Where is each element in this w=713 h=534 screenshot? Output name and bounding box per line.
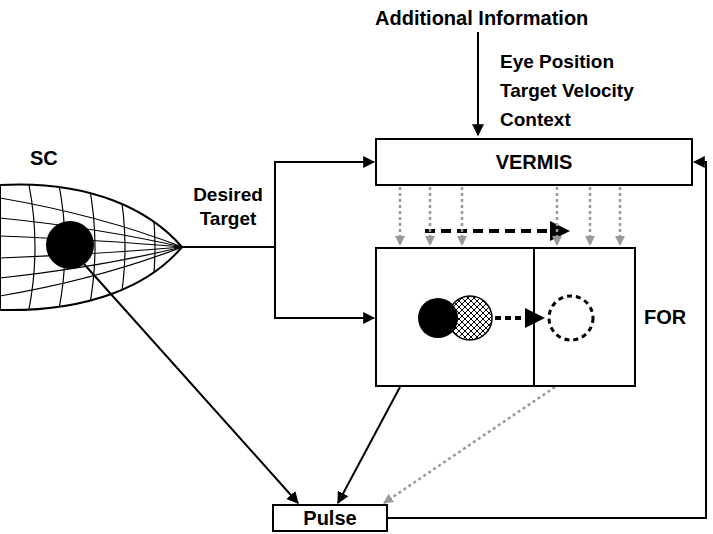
node-label: VERMIS bbox=[496, 150, 573, 174]
colliculus-outline bbox=[0, 180, 184, 314]
for-region: FOR bbox=[375, 247, 636, 387]
signal-arrow bbox=[182, 247, 374, 318]
signal-arrow bbox=[338, 387, 400, 503]
input-label: Target Velocity bbox=[500, 79, 634, 103]
sc-structure: SC bbox=[0, 180, 184, 314]
shift-arrow bbox=[425, 229, 566, 233]
pulse-box: Pulse bbox=[272, 504, 388, 532]
input-label: Context bbox=[500, 108, 571, 132]
input-label: Eye Position bbox=[500, 50, 614, 74]
node-label: Pulse bbox=[303, 506, 356, 530]
vermis-box: VERMIS bbox=[375, 138, 693, 186]
edge-label: Desired Target bbox=[186, 183, 270, 231]
input-arrow bbox=[477, 32, 479, 135]
modulation-arrow bbox=[619, 187, 622, 245]
signal-arrow bbox=[182, 162, 374, 247]
modulation-arrow bbox=[384, 387, 555, 503]
modulation-arrow bbox=[461, 187, 464, 245]
target-spot bbox=[46, 221, 94, 269]
modulation-arrow bbox=[429, 187, 432, 245]
node-label: FOR bbox=[644, 305, 686, 329]
modulation-arrow bbox=[399, 187, 402, 245]
for-panels bbox=[375, 247, 636, 387]
modulation-arrow bbox=[589, 187, 592, 245]
input-label: Additional Information bbox=[375, 6, 588, 30]
modulation-arrow bbox=[556, 187, 559, 245]
signal-arrow bbox=[84, 264, 298, 503]
node-label: SC bbox=[30, 146, 58, 170]
